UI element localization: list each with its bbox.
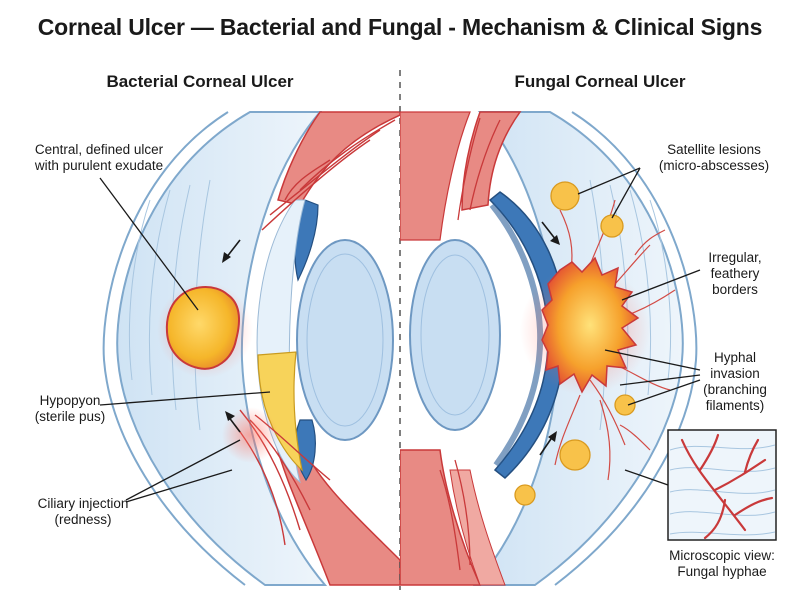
- label-central-ulcer: Central, defined ulcer with purulent exu…: [34, 142, 164, 173]
- fungal-ulcer: [541, 256, 640, 394]
- hypopyon: [257, 351, 303, 472]
- label-hypopyon: Hypopyon (sterile pus): [34, 393, 106, 424]
- fungal-hyphae-microscopic: [680, 433, 774, 540]
- fungal-vessels: [439, 117, 501, 571]
- bacterial-heading: Bacterial Corneal Ulcer: [106, 72, 294, 91]
- bacterial-eye-cross-section: [102, 111, 400, 586]
- bacterial-lens: [296, 239, 394, 441]
- label-ciliary-injection: Ciliary injection (redness): [37, 496, 129, 527]
- page-title: Corneal Ulcer — Bacterial and Fungal - M…: [37, 14, 763, 40]
- bacterial-ulcer: [165, 286, 240, 370]
- label-hyphal-invasion: Hyphal invasion (branching filaments): [703, 350, 767, 413]
- satellite-lesions: [514, 181, 636, 506]
- fungal-spread-arrow-top: [541, 221, 557, 241]
- microscopic-view-inset: [667, 429, 777, 541]
- label-satellite-lesions: Satellite lesions (micro-abscesses): [658, 142, 770, 173]
- fungal-heading: Fungal Corneal Ulcer: [514, 72, 686, 91]
- label-irregular-borders: Irregular, feathery borders: [708, 250, 762, 297]
- fungal-spread-arrow-bottom: [539, 435, 554, 456]
- bacterial-vessels-top: [261, 119, 396, 231]
- fungal-eye-cross-section: [400, 111, 698, 586]
- label-microscopic-view: Microscopic view: Fungal hyphae: [669, 548, 775, 579]
- fungal-sclera-top: [461, 111, 522, 211]
- hyphal-filaments: [554, 199, 676, 481]
- fungal-lens: [409, 239, 501, 431]
- fungal-sclera-bottom: [400, 449, 482, 586]
- leader-lines: [99, 167, 701, 503]
- bacterial-spread-arrow-top: [225, 239, 241, 259]
